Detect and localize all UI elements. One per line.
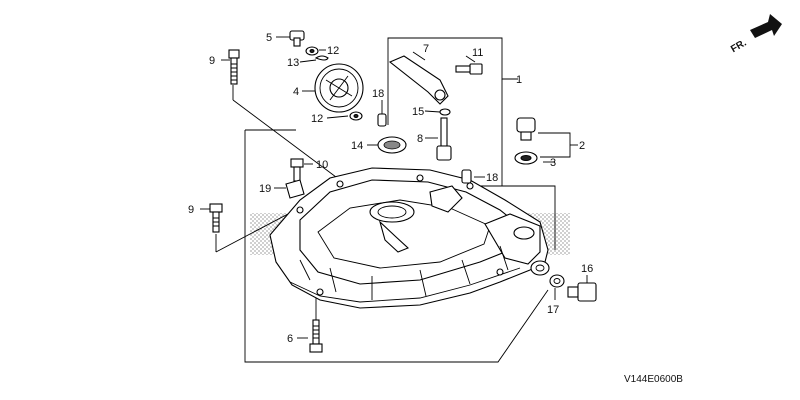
callout-1: 1 (516, 74, 522, 86)
callout-12-bottom: 12 (311, 113, 323, 125)
crankcase-cover (269, 167, 550, 309)
part-2-oil-filler-cap (516, 117, 536, 141)
part-16-drain-bolt (567, 282, 597, 302)
part-18-dowel-top (377, 113, 387, 127)
part-5-pin (289, 30, 305, 47)
callout-12-top: 12 (327, 45, 339, 57)
callout-16: 16 (581, 263, 593, 275)
callout-6: 6 (287, 333, 293, 345)
callout-8: 8 (417, 133, 423, 145)
callout-4: 4 (293, 86, 299, 98)
callout-15: 15 (412, 106, 424, 118)
callout-3: 3 (550, 157, 556, 169)
callout-2: 2 (579, 140, 585, 152)
part-4-governor-gear (314, 63, 364, 113)
leader-lines (200, 36, 588, 339)
fr-label: FR. (729, 38, 749, 56)
callout-7: 7 (423, 43, 429, 55)
callout-9-left: 9 (188, 204, 194, 216)
front-direction-marker: FR. (729, 14, 782, 55)
callouts: 5 12 13 9 4 12 18 14 7 11 1 15 8 2 3 18 … (188, 32, 593, 345)
part-13-clip (314, 55, 329, 61)
fr-arrow-icon (750, 14, 782, 38)
part-19-plate (285, 179, 305, 199)
callout-13: 13 (287, 57, 299, 69)
bracket-lines (244, 37, 578, 363)
part-18-dowel-right (461, 169, 472, 184)
callout-18-top: 18 (372, 88, 384, 100)
callout-5: 5 (266, 32, 272, 44)
callout-14: 14 (351, 140, 363, 152)
callout-9-top: 9 (209, 55, 215, 67)
callout-10: 10 (316, 159, 328, 171)
part-15-washer (439, 108, 451, 116)
part-12-washer-bottom (349, 111, 363, 121)
callout-11: 11 (472, 47, 483, 59)
callout-17: 17 (547, 304, 559, 316)
callout-18-right: 18 (486, 172, 498, 184)
part-3-o-ring (514, 151, 538, 165)
part-14-oil-seal (377, 136, 407, 154)
part-8-shaft (436, 117, 452, 161)
part-11-bolt (455, 63, 483, 75)
part-7-governor-arm (388, 55, 449, 105)
part-17-washer (549, 274, 565, 288)
part-9-bolt-top (228, 49, 240, 85)
part-6-bolt (309, 319, 323, 353)
part-9-bolt-left (209, 203, 223, 233)
diagram-code: V144E0600B (624, 374, 683, 385)
part-10-bolt (290, 158, 304, 182)
callout-19: 19 (259, 183, 271, 195)
part-12-washer-top (305, 46, 319, 56)
